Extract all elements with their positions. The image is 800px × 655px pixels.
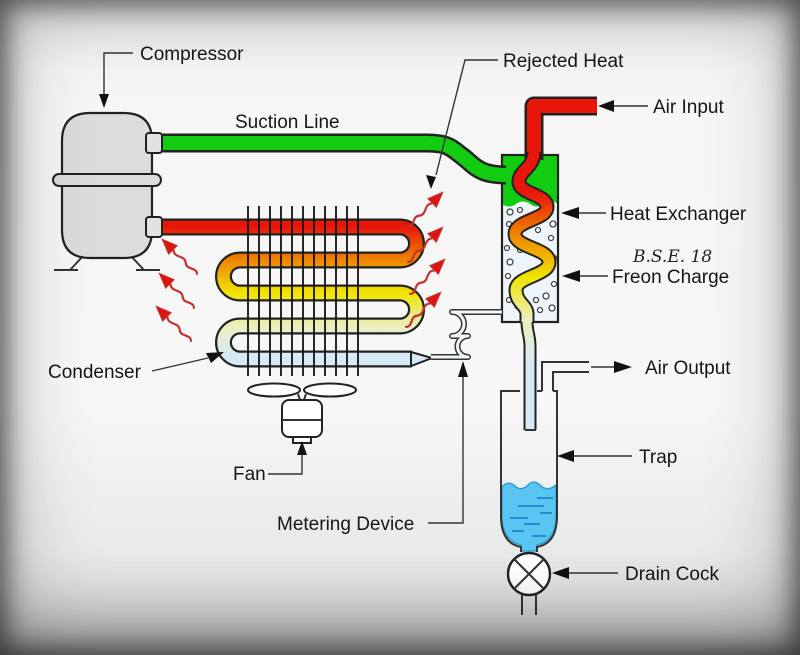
- fan-callout: Fan: [233, 441, 307, 485]
- fan-blade-left: [247, 382, 301, 398]
- freon-charge-label: Freon Charge: [612, 267, 729, 288]
- heat-arrow-icon: [153, 267, 200, 314]
- compressor-callout: Compressor: [99, 44, 244, 108]
- compressor-label: Compressor: [140, 44, 244, 65]
- air-output-callout: Air Output: [591, 358, 731, 379]
- heat-arrow-icon: [156, 233, 203, 280]
- air-input-label: Air Input: [653, 97, 724, 118]
- compressor: [52, 111, 163, 271]
- suction-stub: [145, 132, 163, 154]
- fan-blade-right: [303, 382, 357, 398]
- heat-exchanger-callout: Heat Exchanger: [561, 204, 747, 225]
- fan-label: Fan: [233, 464, 266, 485]
- suction-line-label: Suction Line: [235, 112, 340, 133]
- freon-charge-callout: Freon Charge: [562, 267, 729, 288]
- trap-callout: Trap: [557, 447, 677, 468]
- heat-exchanger-label: Heat Exchanger: [610, 204, 747, 225]
- discharge-stub: [145, 216, 163, 238]
- fan: [247, 382, 357, 444]
- fan-motor: [281, 399, 323, 438]
- liquid-drop-pipe: [520, 321, 537, 431]
- metering-device-label: Metering Device: [277, 514, 414, 535]
- air-output-pipe: [541, 361, 589, 391]
- condenser-label: Condenser: [48, 362, 142, 383]
- metering-device: [431, 309, 502, 360]
- air-output-label: Air Output: [645, 358, 731, 379]
- drain-cock-callout: Drain Cock: [552, 564, 719, 585]
- drain-valve-icon: [506, 551, 552, 615]
- heat-arrow-icon: [150, 300, 197, 347]
- drain-cock-label: Drain Cock: [625, 564, 719, 585]
- condenser-coil: [157, 218, 436, 368]
- air-input-callout: Air Input: [598, 97, 724, 118]
- suction-line-pipe: [150, 133, 507, 185]
- bse-note-label: B.S.E. 18: [632, 247, 712, 267]
- condenser-callout: Condenser: [48, 352, 224, 383]
- condenser-outlet-taper: [410, 350, 436, 368]
- trap-label: Trap: [639, 447, 677, 468]
- compressor-flange: [52, 173, 162, 187]
- trap-water: [501, 481, 557, 552]
- heat-arrows-left: [150, 233, 203, 347]
- air-input-pipe: [524, 96, 597, 160]
- rejected-heat-label: Rejected Heat: [503, 51, 624, 72]
